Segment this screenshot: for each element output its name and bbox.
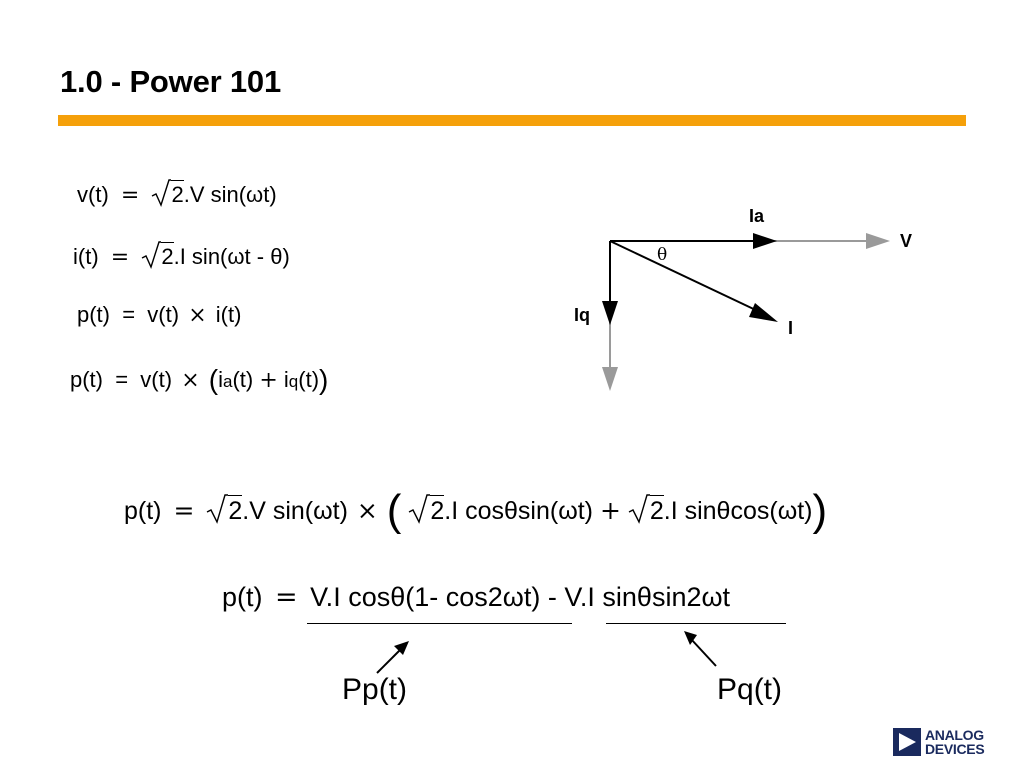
equation-current: i(t) = 2.I sin(ωt - θ) — [73, 240, 290, 270]
logo-text: ANALOG DEVICES — [925, 727, 985, 757]
logo-line1: ANALOG — [925, 727, 984, 743]
underline-active-term — [307, 623, 572, 624]
logo-triangle-icon — [899, 733, 916, 751]
phasor-svg — [602, 233, 890, 391]
equation-power-components: p(t) = v(t) × (ia(t) + iq(t)) — [70, 364, 328, 396]
phasor-vertical-arrowhead — [602, 367, 618, 391]
analog-devices-logo: ANALOG DEVICES — [893, 728, 998, 758]
label-pp: Pp(t) — [342, 673, 408, 706]
eq4-iq-tail: (t) — [298, 367, 320, 392]
phasor-i-arrowhead — [749, 303, 778, 322]
phasor-iq-arrowhead — [602, 301, 618, 325]
eq5-paren-close: ) — [812, 486, 828, 535]
eq6-term2: V.I sinθsin2ωt — [564, 582, 731, 612]
phasor-theta-label: θ — [657, 245, 668, 265]
phasor-iq-label: Iq — [574, 305, 590, 325]
equation-voltage: v(t) = 2.V sin(ωt) — [77, 178, 277, 208]
eq6-equals: = — [275, 582, 298, 613]
eq4-ia-sub: a — [222, 372, 233, 391]
sqrt-symbol — [141, 240, 162, 270]
eq5-part1: .V sin(ωt) — [242, 497, 348, 525]
eq1-radicand: 2 — [171, 180, 184, 207]
equation-power-decomposed: p(t) = V.I cosθ(1- cos2ωt) - V.I sinθsin… — [222, 582, 730, 613]
eq1-rhs: .V sin(ωt) — [183, 182, 277, 207]
arrow-to-reactive-term — [690, 638, 717, 667]
eq3-right: i(t) — [215, 302, 242, 327]
eq3-left: p(t) = v(t) — [77, 302, 180, 327]
eq5-rad3: 2 — [649, 495, 664, 525]
arrow-to-active-term-head — [394, 641, 409, 655]
equation-power-product: p(t) = v(t) × i(t) — [77, 302, 241, 328]
eq4-left: p(t) = v(t) — [70, 367, 173, 392]
eq4-ia-tail: (t) — [232, 367, 254, 392]
eq1-equals: = — [120, 183, 140, 208]
eq5-paren-open: ( — [386, 486, 402, 535]
eq5-equals: = — [173, 496, 195, 525]
eq2-equals: = — [110, 245, 130, 270]
sqrt-symbol — [408, 493, 431, 526]
eq2-radicand: 2 — [161, 242, 174, 269]
eq3-times: × — [188, 303, 207, 328]
phasor-v-label: V — [900, 231, 913, 251]
sqrt-symbol — [628, 493, 650, 526]
label-pq: Pq(t) — [717, 673, 783, 706]
logo-line2: DEVICES — [925, 741, 985, 757]
phasor-i-vector — [609, 240, 763, 314]
sqrt-symbol — [206, 493, 229, 526]
eq5-rad2: 2 — [430, 495, 445, 525]
underline-reactive-term — [606, 623, 786, 624]
phasor-diagram: Ia V θ Iq I — [560, 195, 940, 405]
eq1-lhs: v(t) — [77, 182, 109, 207]
eq4-iq: i — [283, 367, 289, 392]
eq4-paren-close: ) — [319, 364, 329, 395]
eq5-rad1: 2 — [228, 495, 243, 525]
eq4-plus: + — [259, 368, 278, 393]
phasor-ia-arrowhead — [753, 233, 777, 249]
eq6-term1: V.I cosθ(1- cos2ωt) — [310, 582, 541, 612]
eq2-rhs: .I sin(ωt - θ) — [173, 244, 290, 269]
eq5-lhs: p(t) — [124, 497, 162, 525]
equation-power-expanded: p(t) = 2.V sin(ωt) × ( 2.I cosθsin(ωt) +… — [124, 486, 827, 536]
eq4-ia: i — [218, 367, 223, 392]
arrow-to-active-term — [376, 647, 403, 674]
eq4-times: × — [181, 368, 200, 393]
slide-title: 1.0 - Power 101 — [60, 64, 282, 99]
eq5-times: × — [356, 496, 378, 525]
logo-mark — [893, 728, 921, 756]
eq5-part3: .I sinθcos(ωt) — [663, 497, 813, 525]
phasor-ia-label: Ia — [749, 206, 765, 226]
eq5-part2: .I cosθsin(ωt) — [444, 497, 593, 525]
arrow-to-reactive-term-head — [684, 631, 697, 645]
eq6-minus: - — [547, 582, 557, 612]
sqrt-symbol — [151, 178, 172, 208]
eq5-plus: + — [599, 496, 621, 525]
eq4-iq-sub: q — [288, 372, 299, 391]
phasor-i-label: I — [788, 318, 794, 338]
phasor-v-arrowhead — [866, 233, 890, 249]
eq2-lhs: i(t) — [73, 244, 99, 269]
title-accent-bar — [58, 115, 966, 126]
eq4-paren-open: ( — [208, 364, 219, 395]
eq6-lhs: p(t) — [222, 582, 263, 612]
